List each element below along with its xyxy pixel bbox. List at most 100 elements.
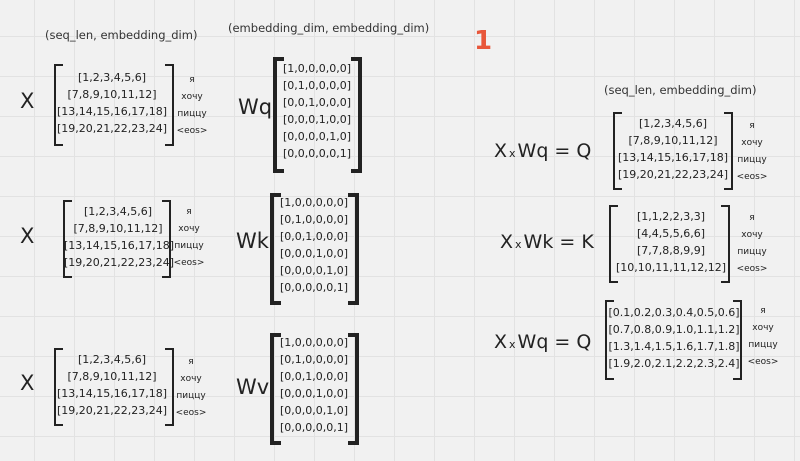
token: я (186, 207, 192, 217)
token: пиццу (748, 340, 778, 350)
q-matrix: [1,2,3,4,5,6] [7,8,9,10,11,12] [13,14,15… (614, 112, 732, 186)
matrix-row: [13,14,15,16,17,18] (56, 105, 168, 118)
matrix-row: [1,1,2,2,3,3] (636, 210, 706, 223)
token-list: я хочу пиццу <eos> (171, 204, 207, 272)
matrix-row: [0,0,0,0,0,1] (279, 281, 349, 294)
q-equation: X x Wq = Q (494, 140, 591, 162)
right-bracket (348, 333, 359, 445)
matrix-row: [0,1,0,0,0,0] (282, 79, 352, 92)
result-shape-header: (seq_len, embedding_dim) (604, 83, 757, 97)
right-bracket (165, 64, 174, 146)
x-label: X (20, 371, 35, 395)
wv-matrix: [1,0,0,0,0,0] [0,1,0,0,0,0] [0,0,1,0,0,0… (276, 333, 352, 437)
token-list: я хочу пиццу <eos> (745, 303, 781, 371)
token: хочу (178, 224, 200, 234)
matrix-row: [0,0,0,0,1,0] (282, 130, 352, 143)
token: я (749, 121, 755, 131)
left-bracket (63, 200, 72, 278)
token: <eos> (736, 172, 768, 182)
left-bracket (54, 348, 63, 426)
x-matrix: [1,2,3,4,5,6] [7,8,9,10,11,12] [13,14,15… (56, 64, 168, 142)
matrix-row: [1,2,3,4,5,6] (638, 117, 708, 130)
left-bracket (54, 64, 63, 146)
matrix-row: [0.1,0.2,0.3,0.4,0.5,0.6] (608, 306, 740, 319)
wk-label: Wk (236, 229, 269, 253)
matrix-row: [1,0,0,0,0,0] (279, 336, 349, 349)
equation-rhs: Wq = Q (517, 331, 592, 353)
token: пиццу (174, 241, 204, 251)
token: пиццу (176, 391, 206, 401)
matrix-row: [0,0,0,0,0,1] (282, 147, 352, 160)
multiply-sign: x (515, 238, 522, 251)
matrix-row: [0,1,0,0,0,0] (279, 213, 349, 226)
x-label: X (20, 224, 35, 248)
token: я (760, 306, 766, 316)
multiply-sign: x (509, 338, 516, 351)
matrix-row: [0,0,0,1,0,0] (279, 387, 349, 400)
token-list: я хочу пиццу <eos> (174, 72, 210, 140)
matrix-row: [7,8,9,10,11,12] (67, 88, 157, 101)
matrix-row: [1.9,2.0,2.1,2.2,2.3,2.4] (608, 357, 740, 370)
right-bracket (351, 57, 362, 173)
wk-matrix: [1,0,0,0,0,0] [0,1,0,0,0,0] [0,0,1,0,0,0… (276, 193, 352, 297)
x-shape-header: (seq_len, embedding_dim) (45, 28, 198, 42)
equation-lhs: X (494, 331, 508, 353)
scaled-q-equation: X x Wq = Q (494, 331, 591, 353)
matrix-row: [7,8,9,10,11,12] (628, 134, 718, 147)
matrix-row: [19,20,21,22,23,24] (56, 404, 168, 417)
multiply-sign: x (509, 147, 516, 160)
left-bracket (613, 112, 622, 190)
k-matrix: [1,1,2,2,3,3] [4,4,5,5,6,6] [7,7,8,8,9,9… (612, 205, 730, 279)
token: пиццу (177, 109, 207, 119)
weight-shape-header: (embedding_dim, embedding_dim) (228, 21, 430, 35)
token: <eos> (747, 357, 779, 367)
right-bracket (162, 200, 171, 278)
matrix-row: [0,0,0,0,1,0] (279, 404, 349, 417)
right-bracket (733, 300, 742, 380)
matrix-row: [0.7,0.8,0.9,1.0,1.1,1.2] (608, 323, 740, 336)
right-bracket (721, 205, 730, 283)
matrix-row: [4,4,5,5,6,6] (636, 227, 706, 240)
matrix-row: [7,7,8,8,9,9] (636, 244, 706, 257)
token-list: я хочу пиццу <eos> (734, 210, 770, 278)
matrix-row: [10,10,11,11,12,12] (615, 261, 727, 274)
wq-label: Wq (238, 95, 273, 119)
x-matrix: [1,2,3,4,5,6] [7,8,9,10,11,12] [13,14,15… (56, 348, 168, 422)
matrix-row: [0,0,1,0,0,0] (282, 96, 352, 109)
k-equation: X x Wk = K (500, 231, 594, 253)
token: <eos> (176, 126, 208, 136)
left-bracket (273, 57, 284, 173)
left-bracket (270, 333, 281, 445)
right-bracket (348, 193, 359, 305)
token: хочу (181, 92, 203, 102)
matrix-row: [19,20,21,22,23,24] (56, 122, 168, 135)
step-number-badge: 1 (474, 26, 493, 56)
scaled-q-matrix: [0.1,0.2,0.3,0.4,0.5,0.6] [0.7,0.8,0.9,1… (607, 300, 741, 376)
matrix-row: [7,8,9,10,11,12] (73, 222, 163, 235)
matrix-row: [0,0,0,1,0,0] (282, 113, 352, 126)
right-bracket (165, 348, 174, 426)
left-bracket (270, 193, 281, 305)
matrix-row: [13,14,15,16,17,18] (64, 239, 175, 252)
equation-lhs: X (494, 140, 508, 162)
equation-lhs: X (500, 231, 514, 253)
matrix-row: [0,0,1,0,0,0] (279, 230, 349, 243)
matrix-row: [19,20,21,22,23,24] (617, 168, 729, 181)
right-bracket (724, 112, 733, 190)
matrix-row: [0,0,1,0,0,0] (279, 370, 349, 383)
token: хочу (752, 323, 774, 333)
token: хочу (741, 230, 763, 240)
matrix-row: [0,0,0,0,0,1] (279, 421, 349, 434)
token: хочу (741, 138, 763, 148)
matrix-row: [0,0,0,1,0,0] (279, 247, 349, 260)
matrix-row: [1,0,0,0,0,0] (282, 62, 352, 75)
matrix-row: [7,8,9,10,11,12] (67, 370, 157, 383)
token: пиццу (737, 155, 767, 165)
token: пиццу (737, 247, 767, 257)
matrix-row: [1,2,3,4,5,6] (83, 205, 153, 218)
token: я (189, 75, 195, 85)
token-list: я хочу пиццу <eos> (173, 354, 209, 422)
wv-label: Wv (236, 375, 270, 399)
token: хочу (180, 374, 202, 384)
